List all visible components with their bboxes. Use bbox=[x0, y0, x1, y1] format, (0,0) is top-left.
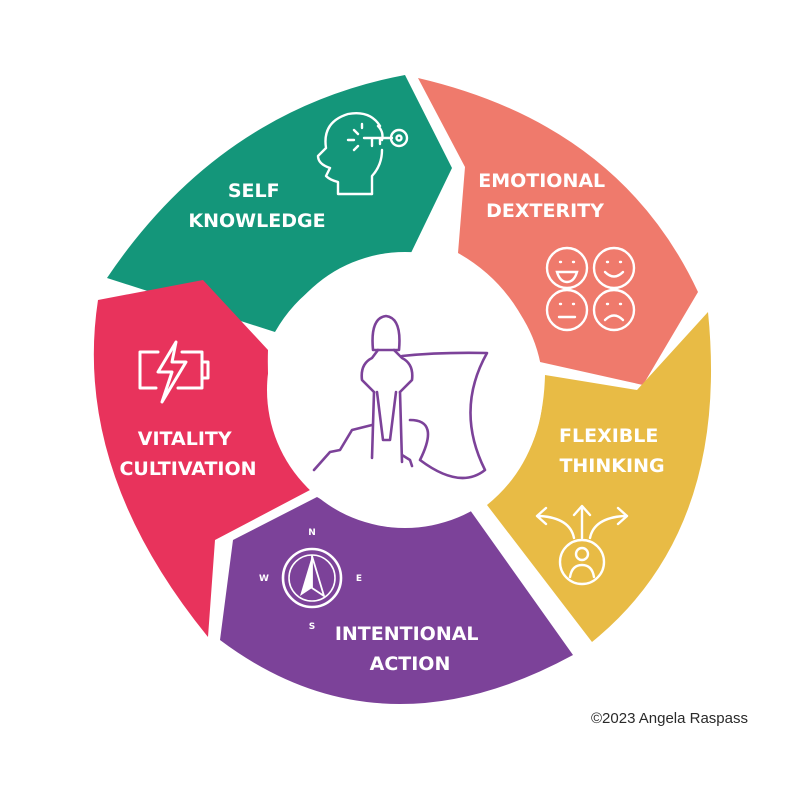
segment-flexible-thinking-shape bbox=[487, 312, 712, 642]
flexible-thinking-label: FLEXIBLE THINKING bbox=[559, 425, 665, 477]
segment-emotional-dexterity: EMOTIONAL DEXTERITY bbox=[418, 78, 698, 385]
self-knowledge-label-line-2: KNOWLEDGE bbox=[188, 210, 325, 232]
segment-self-knowledge-shape bbox=[107, 75, 452, 332]
vitality-cultivation-label-line-1: VITALITY bbox=[138, 428, 232, 450]
emotional-dexterity-label-line-2: DEXTERITY bbox=[486, 200, 604, 222]
emoji-faces-icon bbox=[545, 246, 636, 332]
battery-bolt-icon bbox=[138, 340, 210, 404]
person-arrows-icon bbox=[535, 504, 629, 586]
laughing-face-icon bbox=[545, 246, 589, 290]
neutral-face-icon bbox=[545, 288, 589, 332]
segment-self-knowledge: SELF KNOWLEDGE bbox=[107, 75, 452, 332]
segment-flexible-thinking: FLEXIBLE THINKING bbox=[487, 312, 712, 642]
self-knowledge-label-line-1: SELF bbox=[228, 180, 280, 202]
compass-west-label: W bbox=[259, 574, 269, 584]
vitality-cultivation-label-line-2: CULTIVATION bbox=[119, 458, 256, 480]
superhero-caped-figure-icon bbox=[312, 314, 489, 480]
intentional-action-label: INTENTIONAL ACTION bbox=[335, 623, 485, 675]
vitality-cultivation-label: VITALITY CULTIVATION bbox=[119, 428, 256, 480]
sad-face-icon bbox=[592, 288, 636, 332]
compass-south-label: S bbox=[309, 622, 315, 632]
segment-intentional-action: INTENTIONAL ACTION N E S W bbox=[220, 497, 573, 704]
flexible-thinking-label-line-2: THINKING bbox=[559, 455, 664, 477]
compass-east-label: E bbox=[356, 574, 362, 584]
copyright-credit: ©2023 Angela Raspass bbox=[591, 710, 748, 727]
emotional-dexterity-label: EMOTIONAL DEXTERITY bbox=[478, 170, 612, 222]
center-hub bbox=[267, 252, 543, 528]
segment-vitality-cultivation-shape bbox=[93, 280, 310, 637]
center-circle bbox=[267, 252, 543, 528]
intentional-action-label-line-1: INTENTIONAL bbox=[335, 623, 479, 645]
smiling-face-icon bbox=[592, 246, 636, 290]
intentional-action-label-line-2: ACTION bbox=[370, 653, 451, 675]
segment-vitality-cultivation: VITALITY CULTIVATION bbox=[93, 280, 310, 637]
emotional-dexterity-label-line-1: EMOTIONAL bbox=[478, 170, 605, 192]
flexible-thinking-label-line-1: FLEXIBLE bbox=[559, 425, 658, 447]
segment-emotional-dexterity-shape bbox=[418, 78, 698, 385]
self-knowledge-label: SELF KNOWLEDGE bbox=[188, 180, 325, 232]
compass-icon: N E S W bbox=[259, 528, 362, 632]
head-key-icon bbox=[316, 112, 409, 196]
compass-north-label: N bbox=[308, 528, 316, 538]
